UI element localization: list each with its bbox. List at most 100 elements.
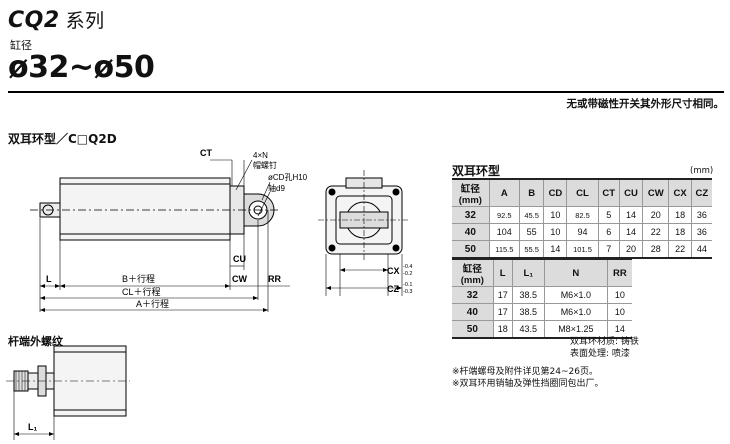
table-cell: 20 (642, 206, 669, 224)
technical-drawing: CT 4×N 帽螺钉 øCD孔H10 轴d9 CU L B＋行程 CW RR C… (6, 148, 412, 440)
table-title: 双耳环型 (452, 164, 501, 178)
header-rule (8, 91, 724, 93)
label-cx: CX (387, 266, 400, 276)
label-shaft: 轴d9 (268, 183, 285, 193)
series-suffix: 系列 (65, 10, 105, 32)
label-cz-tol-lower: -0.3 (403, 289, 412, 295)
rod-end-view (6, 345, 130, 440)
table-cell: 44 (690, 240, 712, 259)
label-b: B＋行程 (122, 273, 155, 284)
label-cl: CL＋行程 (122, 286, 161, 297)
table-cell: 36 (690, 206, 712, 224)
row-bore-cell: 50 (452, 320, 494, 339)
note-switch: 无或带磁性开关其外形尺寸相同。 (566, 98, 725, 110)
bore-range: ø32~ø50 (8, 50, 155, 85)
table-cell: 6 (597, 223, 620, 241)
table-cell: 38.5 (511, 303, 545, 321)
table-cell: 38.5 (511, 286, 545, 304)
table-cell: 94 (566, 223, 599, 241)
footnotes: ※杆端螺母及附件详见第24~26页。 ※双耳环用销轴及弹性挡圈同包出厂。 (452, 366, 604, 390)
table-cell: 45.5 (518, 206, 544, 224)
table-cell: 14 (606, 320, 632, 339)
label-cz-tol-upper: -0.1 (403, 282, 412, 288)
table-cell: 28 (642, 240, 669, 259)
table-header-cell: CD (543, 178, 567, 207)
unit-label: (mm) (690, 166, 714, 176)
table-cell: 7 (597, 240, 620, 259)
surface-line: 表面处理: 喷漆 (570, 349, 630, 359)
table-cell: 22 (642, 223, 669, 241)
table-cell: 5 (597, 206, 620, 224)
table-cell: 10 (606, 286, 632, 304)
table-cell: 101.5 (566, 240, 599, 259)
table-cell: 14 (618, 223, 643, 241)
label-cd: øCD孔H10 (268, 173, 308, 182)
table-cell: 36 (690, 223, 712, 241)
label-rr: RR (268, 274, 281, 284)
label-n: 4×N (253, 151, 268, 160)
table-cell: 18 (492, 320, 513, 339)
rod-end-title: 杆端外螺纹 (8, 335, 63, 348)
label-cw: CW (232, 274, 247, 284)
label-ct: CT (200, 148, 212, 158)
table-header-cell: N (543, 258, 608, 287)
section-title: 双耳环型／C□Q2D (8, 132, 117, 146)
table-cell: 10 (606, 303, 632, 321)
table-cell: M8×1.25 (543, 320, 608, 339)
table-cell: M6×1.0 (543, 286, 608, 304)
label-a: A＋行程 (136, 298, 169, 309)
label-cu: CU (233, 254, 246, 264)
table-cell: 18 (668, 206, 692, 224)
table-cell: 82.5 (566, 206, 599, 224)
label-cx-tol-upper: -0.4 (403, 264, 412, 270)
label-nut: 帽螺钉 (253, 160, 277, 170)
row-bore-cell: 40 (452, 303, 494, 321)
cylinder-body (59, 177, 231, 241)
table-header-cell: CZ (690, 178, 712, 207)
row-bore-cell: 40 (452, 223, 490, 241)
front-view (318, 170, 410, 296)
table-cell: 17 (492, 303, 513, 321)
bore-label: 缸径 (10, 39, 32, 52)
row-bore-cell: 32 (452, 206, 490, 224)
label-cx-tol-lower: -0.2 (403, 271, 412, 277)
table-header-cell: RR (606, 258, 632, 287)
table-header-cell: CX (668, 178, 692, 207)
table-header-cell: A (488, 178, 520, 207)
table-cell: 55 (518, 223, 544, 241)
footnote: ※双耳环用销轴及弹性挡圈同包出厂。 (452, 379, 604, 389)
material-line: 双耳环材质: 铸铁 (570, 337, 639, 347)
table-cell: 14 (618, 206, 643, 224)
table-header-cell: 缸径(mm) (452, 258, 494, 287)
series-code: CQ2 (8, 8, 60, 33)
table-cell: 18 (668, 223, 692, 241)
row-bore-cell: 32 (452, 286, 494, 304)
table-cell: 10 (543, 206, 567, 224)
table-header-cell: CW (642, 178, 669, 207)
table-cell: 17 (492, 286, 513, 304)
table-cell: 43.5 (511, 320, 545, 339)
table-cell: 22 (668, 240, 692, 259)
footnote: ※杆端螺母及附件详见第24~26页。 (452, 367, 598, 377)
table-header-cell: L (492, 258, 513, 287)
row-bore-cell: 50 (452, 240, 490, 259)
material-note: 双耳环材质: 铸铁 表面处理: 喷漆 (570, 336, 639, 360)
table-header-cell: 缸径(mm) (452, 178, 490, 207)
table-cell: 55.5 (518, 240, 544, 259)
table-header-cell: B (518, 178, 544, 207)
table-cell: M6×1.0 (543, 303, 608, 321)
table-header-cell: L₁ (511, 258, 545, 287)
table-header-cell: CT (597, 178, 620, 207)
table-cell: 92.5 (488, 206, 520, 224)
label-l1: L₁ (28, 422, 37, 432)
